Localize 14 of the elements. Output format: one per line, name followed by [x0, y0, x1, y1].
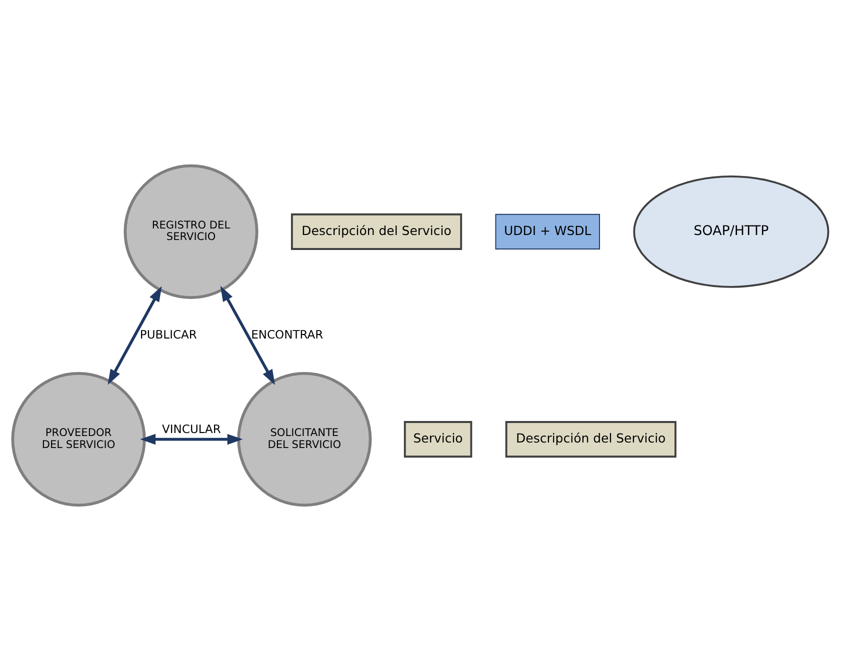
arrow: [108, 286, 162, 385]
node-ellipse: SOAP/HTTP: [633, 175, 830, 288]
edge-label: PUBLICAR: [140, 327, 197, 342]
edge-label: VINCULAR: [162, 422, 221, 436]
edge-label: ENCONTRAR: [251, 327, 324, 342]
node-circle: REGISTRO DEL SERVICIO: [124, 164, 258, 299]
arrow: [140, 434, 243, 445]
node-circle: PROVEEDOR DEL SERVICIO: [11, 372, 146, 507]
arrow: [220, 286, 276, 386]
node-box: UDDI + WSDL: [495, 214, 600, 250]
node-box: Descripción del Servicio: [290, 213, 462, 250]
node-circle: SOLICITANTE DEL SERVICIO: [237, 372, 372, 507]
node-box: Servicio: [404, 421, 472, 458]
node-box: Descripción del Servicio: [505, 421, 676, 458]
